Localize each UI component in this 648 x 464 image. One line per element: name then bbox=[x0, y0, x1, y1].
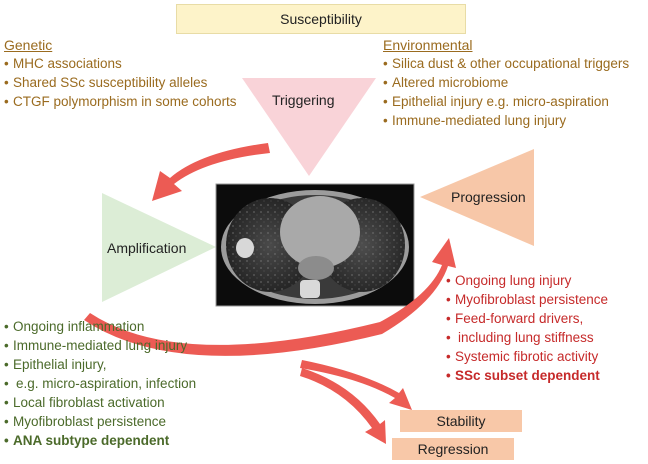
list-item: Local fibroblast activation bbox=[4, 393, 196, 412]
list-item: CTGF polymorphism in some cohorts bbox=[4, 92, 237, 111]
list-item: Immune-mediated lung injury bbox=[383, 111, 629, 130]
amplification-label: Amplification bbox=[107, 240, 187, 256]
list-item: Systemic fibrotic activity bbox=[446, 347, 608, 366]
genetic-heading: Genetic bbox=[4, 37, 53, 53]
progression-list: Ongoing lung injury Myofibroblast persis… bbox=[446, 271, 608, 385]
amplification-triangle bbox=[102, 193, 216, 302]
list-item: Shared SSc susceptibility alleles bbox=[4, 73, 237, 92]
arrow-to-stability bbox=[300, 360, 412, 410]
amplification-emphasis: ANA subtype dependent bbox=[4, 431, 196, 450]
arrow-to-regression bbox=[300, 368, 386, 444]
stability-label: Stability bbox=[436, 413, 486, 429]
progression-emphasis: SSc subset dependent bbox=[446, 366, 608, 385]
list-item: Myofibroblast persistence bbox=[4, 412, 196, 431]
genetic-list: MHC associations Shared SSc susceptibili… bbox=[4, 54, 237, 111]
list-item-continuation: e.g. micro-aspiration, infection bbox=[4, 374, 196, 393]
ct-scan-image bbox=[215, 183, 415, 307]
triggering-label: Triggering bbox=[272, 92, 335, 108]
list-item-continuation: including lung stiffness bbox=[446, 328, 608, 347]
list-item: Immune-mediated lung injury bbox=[4, 336, 196, 355]
environmental-heading: Environmental bbox=[383, 37, 473, 53]
arrow-amplification-to-progression bbox=[84, 238, 456, 356]
list-item: Feed-forward drivers, bbox=[446, 309, 608, 328]
stability-box: Stability bbox=[400, 410, 522, 432]
arrow-triggering-to-amplification bbox=[152, 143, 270, 201]
list-item: Ongoing inflammation bbox=[4, 317, 196, 336]
environmental-list: Silica dust & other occupational trigger… bbox=[383, 54, 629, 130]
regression-label: Regression bbox=[417, 441, 489, 457]
progression-label: Progression bbox=[451, 189, 526, 205]
progression-triangle bbox=[420, 149, 534, 246]
susceptibility-label: Susceptibility bbox=[280, 11, 362, 27]
regression-box: Regression bbox=[392, 438, 514, 460]
triggering-triangle bbox=[242, 78, 376, 176]
cycle-arrows bbox=[84, 143, 456, 444]
list-item: Epithelial injury e.g. micro-aspiration bbox=[383, 92, 629, 111]
list-item: Epithelial injury, bbox=[4, 355, 196, 374]
list-item: MHC associations bbox=[4, 54, 237, 73]
list-item: Silica dust & other occupational trigger… bbox=[383, 54, 629, 73]
list-item: Altered microbiome bbox=[383, 73, 629, 92]
list-item: Ongoing lung injury bbox=[446, 271, 608, 290]
susceptibility-box: Susceptibility bbox=[176, 4, 466, 34]
amplification-list: Ongoing inflammation Immune-mediated lun… bbox=[4, 317, 196, 450]
list-item: Myofibroblast persistence bbox=[446, 290, 608, 309]
